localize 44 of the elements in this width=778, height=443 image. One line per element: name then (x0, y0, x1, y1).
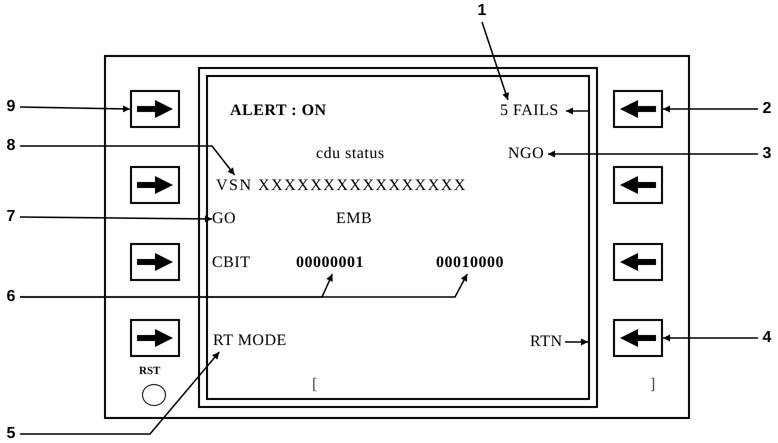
screen-text: 00010000 (436, 252, 540, 274)
screen-text: cdu status (316, 143, 440, 165)
screen-text: ALERT : ON (230, 100, 364, 122)
screen-text: EMB (336, 208, 388, 230)
field-bracket: ] (650, 375, 656, 395)
screen-text: RTN (530, 331, 565, 353)
callout-number: 3 (758, 145, 776, 163)
leader-line (20, 215, 212, 222)
key-button (613, 319, 663, 357)
leader-line (663, 334, 758, 342)
key-button (613, 166, 663, 204)
leader-line (20, 145, 236, 176)
callout-number: 7 (2, 208, 20, 226)
screen-text: GO (212, 208, 244, 230)
key-button (130, 319, 180, 357)
key-button (613, 243, 663, 281)
leader-line (20, 105, 130, 112)
key-button (613, 90, 663, 128)
callout-number: 9 (2, 98, 20, 116)
pointer-arrow (566, 108, 590, 114)
callout-number: 6 (2, 288, 20, 306)
callout-number: 5 (2, 425, 20, 443)
callout-number: 2 (758, 100, 776, 118)
key-button (130, 243, 180, 281)
key-button (130, 166, 180, 204)
callout-number: 4 (758, 329, 776, 347)
screen-text: VSN XXXXXXXXXXXXXXXX (216, 175, 588, 199)
device-bezel (104, 55, 690, 419)
leader-line (20, 274, 468, 298)
screen-text: RT MODE (213, 330, 317, 352)
leader-line (548, 150, 758, 158)
screen-text: 5 FAILS (500, 100, 566, 122)
screen-text: NGO (508, 143, 548, 165)
screen-text: CBIT (212, 252, 264, 274)
leader-line (663, 106, 758, 112)
leader-line (20, 352, 220, 435)
key-button (130, 90, 180, 128)
field-bracket: [ (312, 375, 318, 395)
leader-line (481, 22, 510, 100)
knob-label: RST (139, 365, 160, 377)
screen-text: 00000001 (296, 252, 400, 274)
pointer-arrow (565, 338, 588, 346)
callout-number: 1 (474, 2, 490, 22)
callout-number: 8 (2, 137, 20, 155)
